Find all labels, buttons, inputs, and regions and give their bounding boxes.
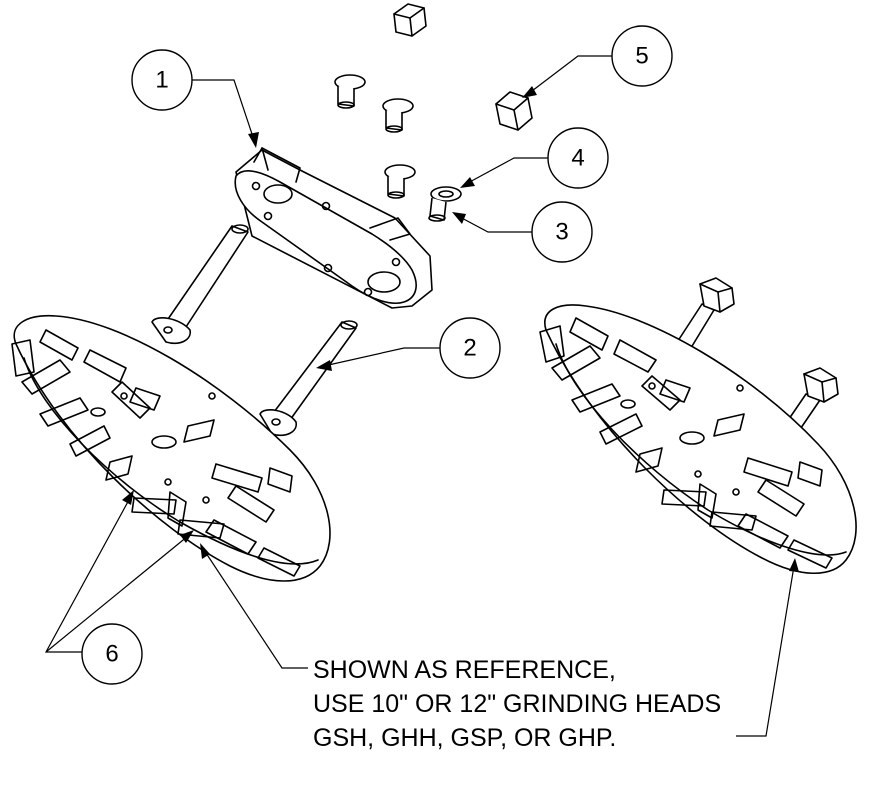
note-line-2: USE 10" OR 12" GRINDING HEADS [313, 690, 721, 718]
callout-5: 5 [522, 25, 673, 98]
callout-1-label: 1 [155, 67, 168, 94]
callout-4: 4 [460, 127, 609, 189]
countersunk-bolt-left [151, 224, 249, 345]
hex-nut-top [393, 3, 427, 37]
grinding-head-right [539, 277, 857, 575]
flange-bolt-c [384, 164, 416, 199]
callout-2: 2 [316, 317, 501, 379]
callout-1: 1 [131, 49, 259, 148]
callout-3: 3 [452, 201, 593, 263]
flange-bolt-d [428, 186, 462, 222]
hex-nut-5 [495, 91, 533, 131]
callout-2-label: 2 [463, 335, 476, 362]
callout-4-label: 4 [571, 145, 584, 172]
callout-6-label: 6 [105, 641, 118, 668]
callout-6: 6 [44, 490, 194, 685]
note-leaders [200, 543, 799, 737]
flange-bolt-a [334, 74, 366, 109]
note-line-1: SHOWN AS REFERENCE, [313, 656, 616, 684]
flange-bolts [334, 74, 462, 222]
callout-5-label: 5 [635, 43, 648, 70]
countersunk-bolt-right [259, 320, 358, 437]
reference-note: SHOWN AS REFERENCE, USE 10" OR 12" GRIND… [313, 656, 721, 752]
callout-3-label: 3 [555, 219, 568, 246]
flange-bolt-b [382, 98, 414, 133]
note-line-3: GSH, GHH, GSP, OR GHP. [313, 724, 616, 752]
adapter-plate [234, 147, 433, 309]
grinding-head-left [11, 314, 331, 582]
